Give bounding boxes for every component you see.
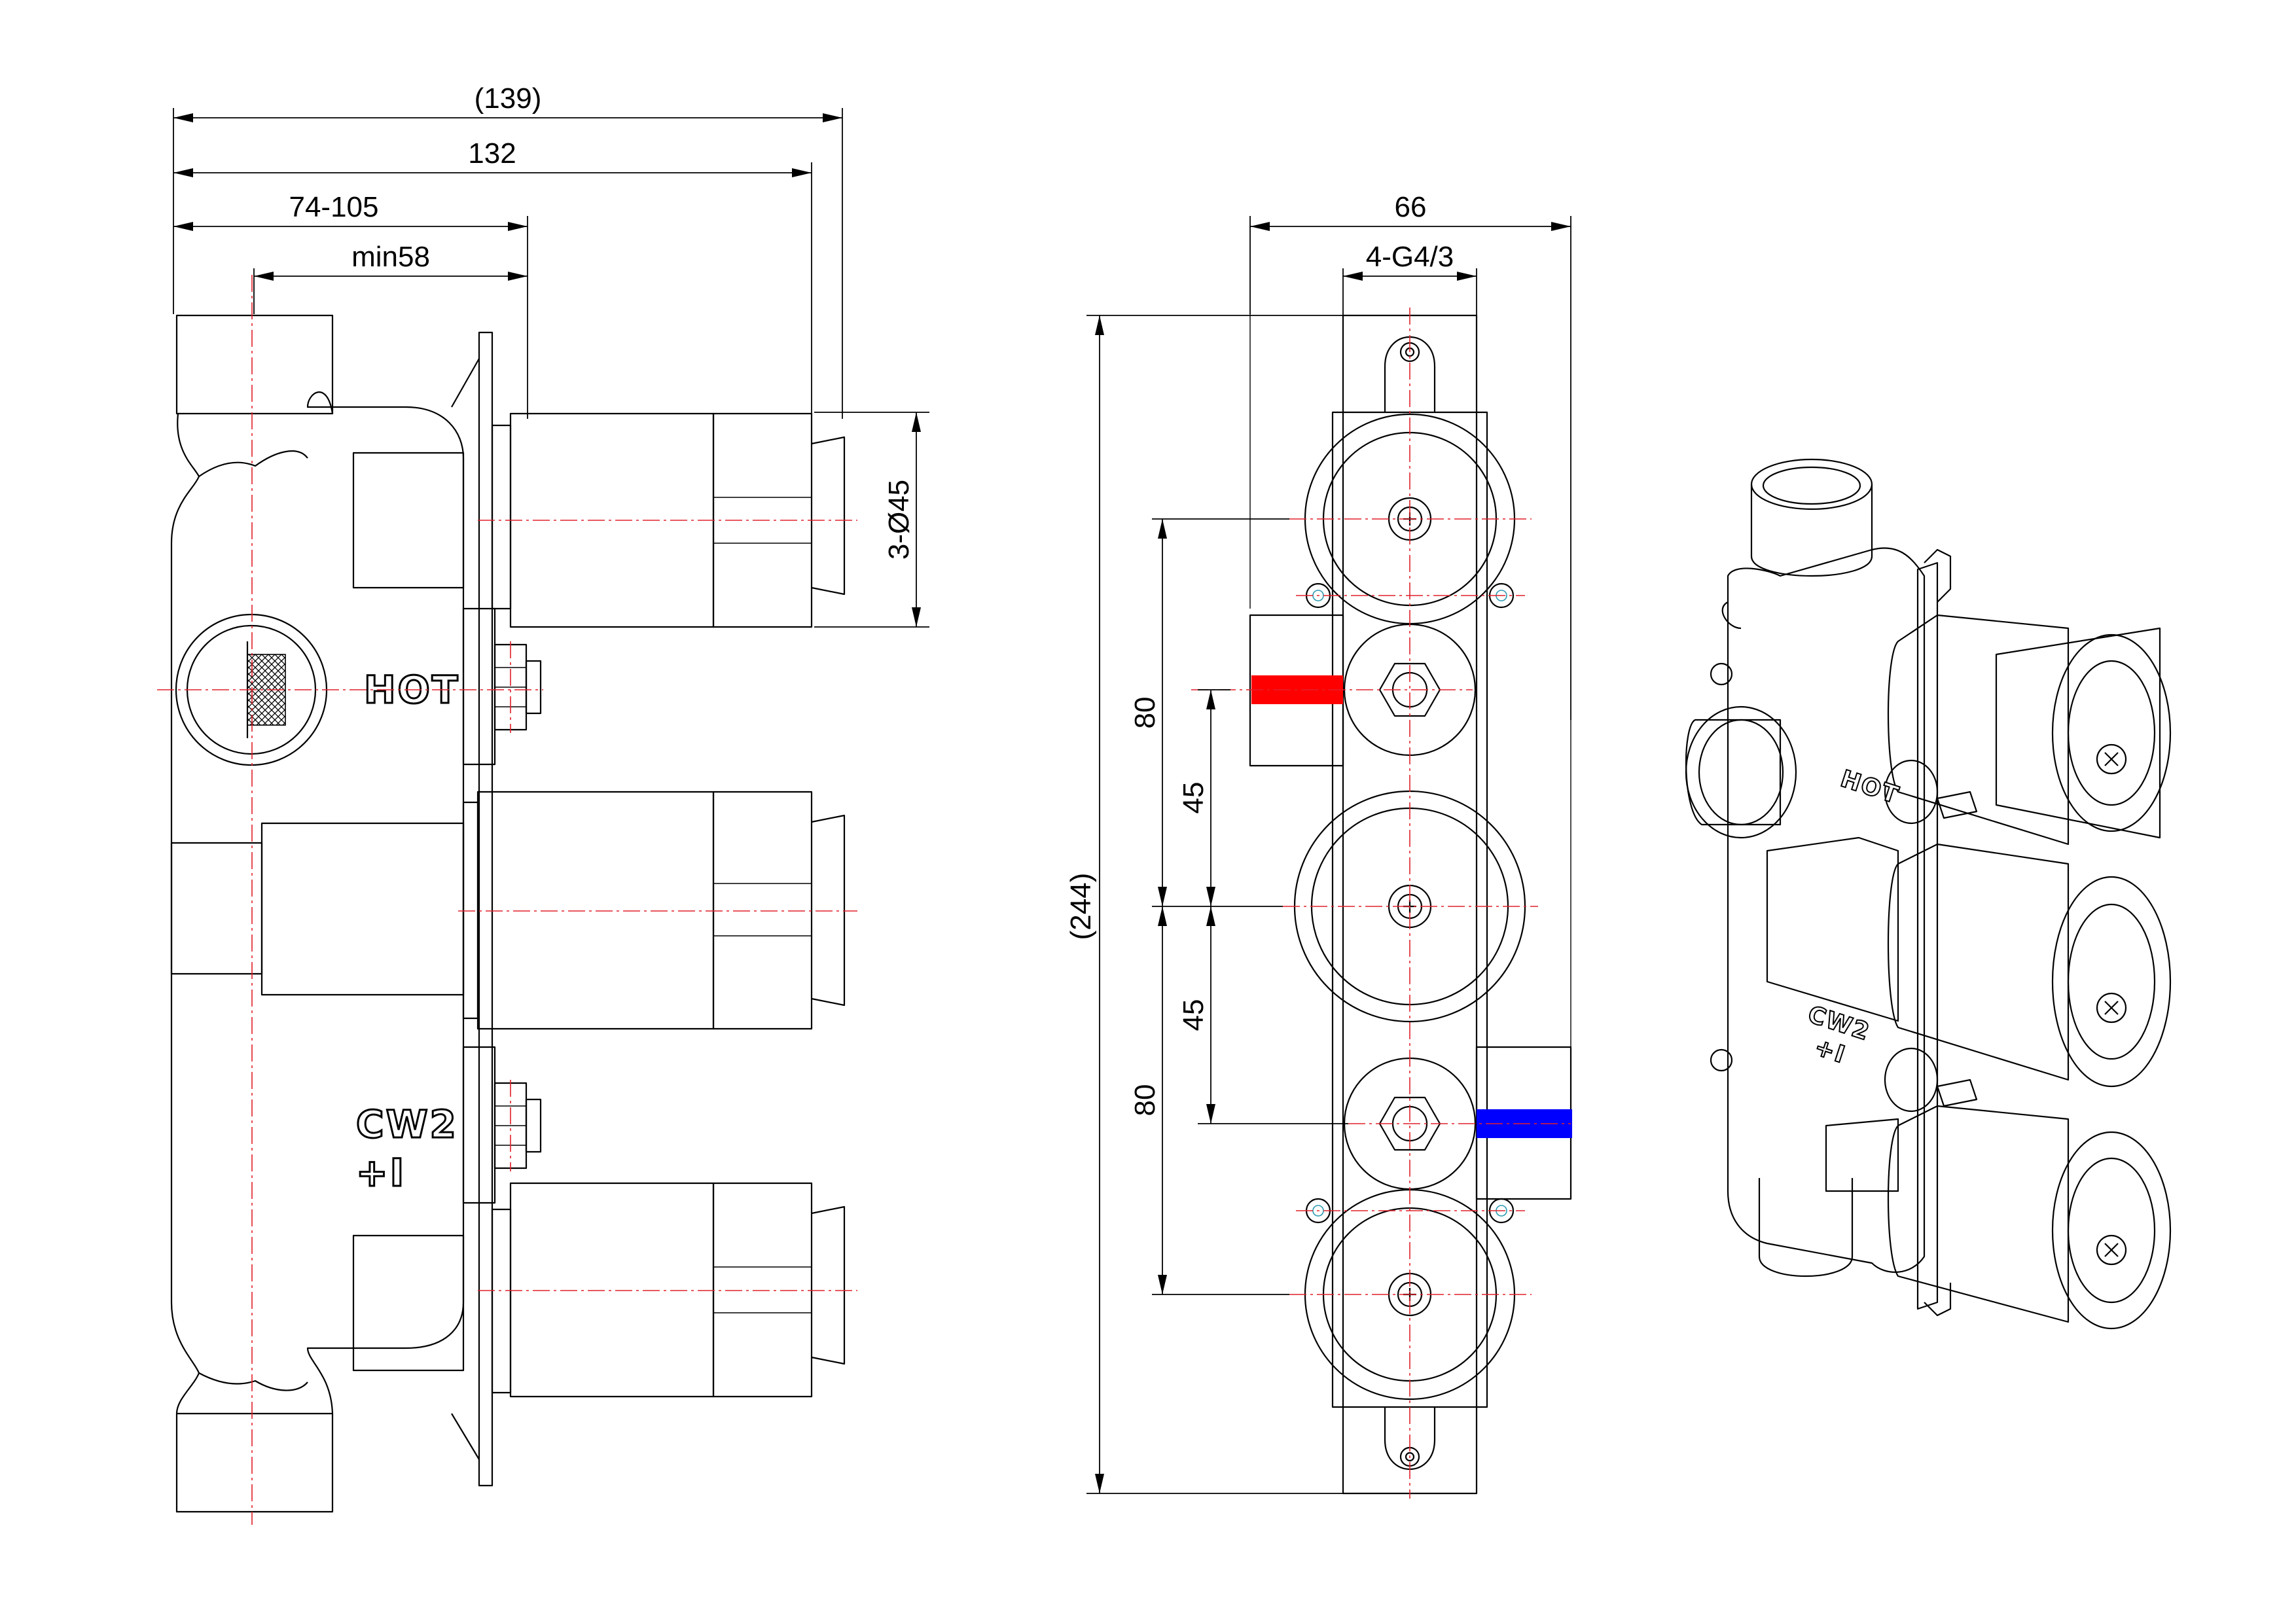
- dim-body-width: 132: [468, 137, 516, 169]
- dim-pitch-inner-upper: 45: [1177, 782, 1210, 814]
- front-view: 66 4-G4/3 (244) 80 80: [1065, 191, 1572, 1499]
- side-cartridge-middle: [462, 791, 846, 1030]
- iso-cartridge-middle: [1766, 836, 2172, 1088]
- iso-body: [1727, 547, 1926, 1274]
- side-hot-nut: [493, 643, 542, 731]
- side-body: [170, 391, 465, 1414]
- iso-side-inlet: [1685, 705, 1797, 839]
- side-cold-nut: [493, 1082, 542, 1169]
- dim-pitch-outer-lower: 80: [1129, 1084, 1161, 1116]
- dim-pitch-inner-lower: 45: [1177, 999, 1210, 1031]
- side-top-pipe: [175, 314, 334, 415]
- iso-cartridge-lower: [1825, 1105, 2172, 1330]
- side-bottom-pipe: [175, 1412, 334, 1513]
- dim-min-depth: min58: [351, 241, 430, 273]
- dim-overall-height: (244): [1065, 873, 1097, 940]
- iso-cold-marking-line1: CW2: [1804, 1001, 1873, 1046]
- dim-overall-width: (139): [475, 82, 542, 115]
- dim-adjustable-depth: 74-105: [289, 191, 378, 223]
- side-cartridge-lower: [491, 1182, 846, 1398]
- front-dimensions: 66 4-G4/3 (244) 80 80: [1065, 191, 1571, 1494]
- iso-top-pipe: [1750, 458, 1873, 577]
- cold-marking-line2: +I: [356, 1150, 406, 1195]
- side-view: HOT CW2 +I (139) 132 74-105: [157, 82, 929, 1525]
- side-mounting-plate: [478, 331, 493, 1487]
- iso-bottom-pipe: [1758, 1178, 1854, 1277]
- dim-thread-spec: 4-G4/3: [1366, 241, 1454, 273]
- dim-knob-diameter: 3-Ø45: [883, 480, 915, 560]
- cold-marking-line1: CW2: [356, 1102, 458, 1147]
- dim-pitch-outer-upper: 80: [1129, 697, 1161, 729]
- isometric-view: HOT CW2 +I: [1685, 458, 2172, 1330]
- dim-front-width: 66: [1395, 191, 1427, 223]
- iso-cartridge-upper: [1887, 614, 2172, 846]
- side-dimensions: (139) 132 74-105 min58 3-Ø45: [173, 82, 929, 628]
